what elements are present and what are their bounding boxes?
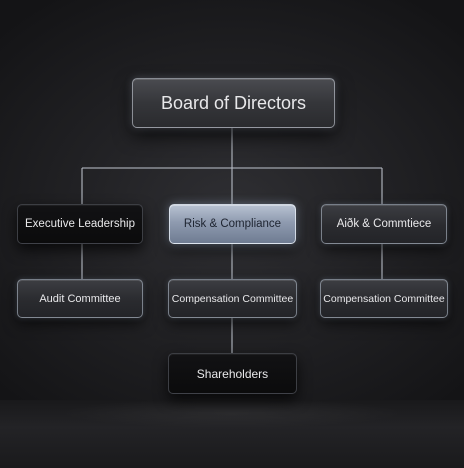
node-compensation-committee-center[interactable]: Compensation Committee <box>168 279 297 318</box>
node-executive-leadership[interactable]: Executive Leadership <box>17 204 143 244</box>
node-board-of-directors[interactable]: Board of Directors <box>132 78 335 128</box>
node-shareholders[interactable]: Shareholders <box>168 353 297 394</box>
node-label: Shareholders <box>196 366 269 381</box>
node-label: Risk & Compliance <box>183 218 282 230</box>
node-label: Aiðk & Commtiece <box>336 218 432 230</box>
node-label: Compensation Committee <box>323 292 445 305</box>
node-label: Executive Leadership <box>25 218 135 230</box>
node-risk-compliance[interactable]: Risk & Compliance <box>169 204 296 244</box>
floor-glow <box>60 398 404 428</box>
floor-surface <box>0 400 464 468</box>
node-label: Board of Directors <box>160 92 307 113</box>
node-label: Audit Committee <box>39 292 121 305</box>
node-compensation-committee-right[interactable]: Compensation Committee <box>320 279 448 318</box>
node-aidk-commtiece[interactable]: Aiðk & Commtiece <box>321 204 447 244</box>
node-label: Compensation Committee <box>171 292 294 305</box>
node-audit-committee[interactable]: Audit Committee <box>17 279 143 318</box>
